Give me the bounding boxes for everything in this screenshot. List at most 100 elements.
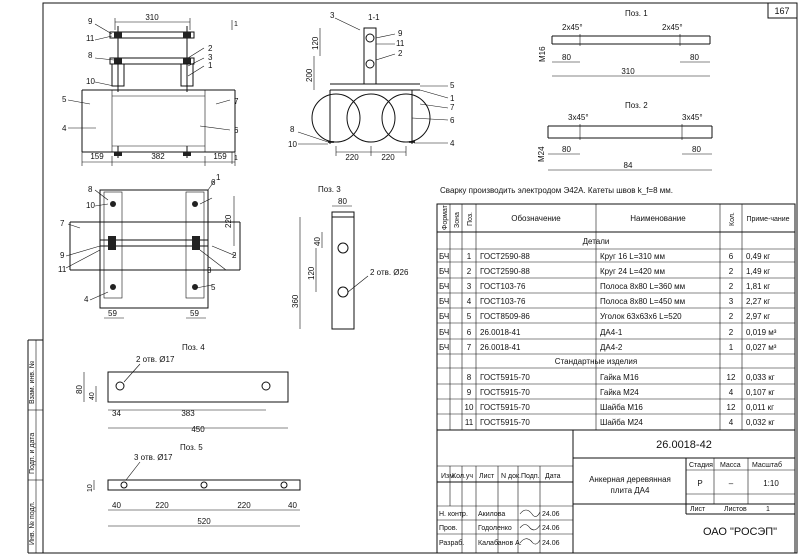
tb-col-kol: Кол.уч [452, 473, 473, 480]
signature-2 [519, 538, 541, 545]
svg-text:2: 2 [208, 44, 213, 53]
row-note: 0,49 кг [746, 252, 770, 261]
std-row-pos: 10 [465, 403, 474, 412]
row-format: БЧ [439, 282, 449, 291]
svg-text:8: 8 [290, 125, 295, 134]
row-format: БЧ [439, 328, 449, 337]
pos2-chamfer-left: 3x45° [568, 113, 589, 122]
svg-text:8: 8 [88, 185, 93, 194]
svg-text:6: 6 [450, 116, 455, 125]
std-row-pos: 9 [467, 388, 472, 397]
row-pos: 2 [467, 267, 472, 276]
pos5-dim-d: 40 [288, 501, 297, 510]
std-row-note: 0,032 кг [746, 418, 775, 427]
row-designation: ГОСТ2590-88 [480, 252, 530, 261]
svg-text:5: 5 [450, 81, 455, 90]
col-designation: Обозначение [511, 214, 561, 223]
section-parts: Детали [583, 237, 610, 246]
std-row-qty: 12 [727, 373, 736, 382]
svg-text:10: 10 [86, 201, 95, 210]
svg-text:9: 9 [398, 29, 403, 38]
row-format: БЧ [439, 297, 449, 306]
side-stamp: Инв. № подл. Подп. и дата Взам. инв. № [27, 339, 43, 554]
plan-view: 59 59 220 8 10 7 9 11 3 4 2 5 6 1 [58, 173, 241, 319]
svg-text:5: 5 [62, 95, 67, 104]
row-name: ДА4-2 [600, 343, 623, 352]
scale-value: 1:10 [763, 479, 779, 488]
row-format: БЧ [439, 267, 449, 276]
sec-dim-200: 200 [305, 68, 314, 82]
doc-number: 26.0018-42 [656, 439, 712, 451]
std-row-qty: 4 [729, 418, 734, 427]
row-qty: 2 [729, 312, 734, 321]
sec-dim-220-b: 220 [381, 153, 395, 162]
pos4-dim-383: 383 [181, 409, 195, 418]
svg-text:4: 4 [450, 139, 455, 148]
row-pos: 4 [467, 297, 472, 306]
svg-text:3: 3 [330, 11, 335, 20]
row-designation: ГОСТ103-76 [480, 297, 526, 306]
plan-dim-59-a: 59 [108, 309, 117, 318]
row-format: БЧ [439, 252, 449, 261]
pos2-len-b: 80 [692, 145, 701, 154]
col-name: Наименование [630, 214, 686, 223]
std-row-note: 0,033 кг [746, 373, 775, 382]
pos2-len-a: 80 [562, 145, 571, 154]
std-row-designation: ГОСТ5915-70 [480, 373, 530, 382]
pos5-holes: 3 отв. Ø17 [134, 453, 173, 462]
dim-159-left: 159 [90, 152, 104, 161]
std-row-pos: 8 [467, 373, 472, 382]
pos3-width: 80 [338, 197, 347, 206]
stamp-replace-inv: Взам. инв. № [29, 361, 36, 404]
pos5-height: 10 [87, 484, 94, 492]
row-qty: 1 [729, 343, 734, 352]
std-row-note: 0,107 кг [746, 388, 775, 397]
mass-head: Масса [720, 462, 741, 469]
tb-name-1: Годоленко [478, 525, 512, 532]
svg-text:1: 1 [234, 21, 238, 28]
row-name: ДА4-1 [600, 328, 623, 337]
row-pos: 7 [467, 343, 472, 352]
pos5-dim-c: 220 [237, 501, 251, 510]
std-row-name: Шайба М16 [600, 403, 643, 412]
row-pos: 6 [467, 328, 472, 337]
svg-text:1: 1 [450, 94, 455, 103]
std-row-name: Гайка М16 [600, 373, 639, 382]
row-name: Круг 16 L=310 мм [600, 252, 665, 261]
row-note: 0,027 м³ [746, 343, 777, 352]
svg-text:5: 5 [211, 283, 216, 292]
sheets-head: Листов [724, 506, 747, 513]
sheets-value: 1 [766, 506, 770, 513]
pos5-dim-b: 220 [155, 501, 169, 510]
table-rows: БЧ 1 ГОСТ2590-88 Круг 16 L=310 мм 6 0,49 кг БЧ… [439, 252, 777, 427]
row-qty: 2 [729, 267, 734, 276]
col-qty: Кол. [729, 212, 736, 226]
sec-dim-220-a: 220 [345, 153, 359, 162]
row-note: 0,019 м³ [746, 328, 777, 337]
pos1-len-b: 80 [690, 53, 699, 62]
row-note: 2,27 кг [746, 297, 770, 306]
pos3-holes: 2 отв. Ø26 [370, 268, 409, 277]
row-format: БЧ [439, 343, 449, 352]
tb-col-ndok: N док. [501, 473, 521, 480]
dim-310: 310 [145, 13, 159, 22]
title-line-2: плита ДА4 [611, 486, 650, 495]
std-row-qty: 4 [729, 388, 734, 397]
row-note: 1,81 кг [746, 282, 770, 291]
tb-date-0: 24.06 [542, 511, 560, 518]
tb-col-izm: Изм. [441, 473, 456, 480]
pos4-dim-34: 34 [112, 409, 121, 418]
pos5-dim-a: 40 [112, 501, 121, 510]
pos2-total: 84 [624, 161, 633, 170]
svg-text:7: 7 [450, 103, 455, 112]
sheet-frame [42, 2, 798, 554]
pos2-title: Поз. 2 [625, 101, 648, 110]
sheet-head: Лист [690, 506, 706, 513]
row-designation: ГОСТ2590-88 [480, 267, 530, 276]
tb-date-1: 24.06 [542, 525, 560, 532]
std-row-name: Гайка М24 [600, 388, 639, 397]
tb-name-0: Акилова [478, 511, 505, 518]
tb-role-2: Разраб. [439, 539, 464, 547]
pos4-total: 450 [191, 425, 205, 434]
